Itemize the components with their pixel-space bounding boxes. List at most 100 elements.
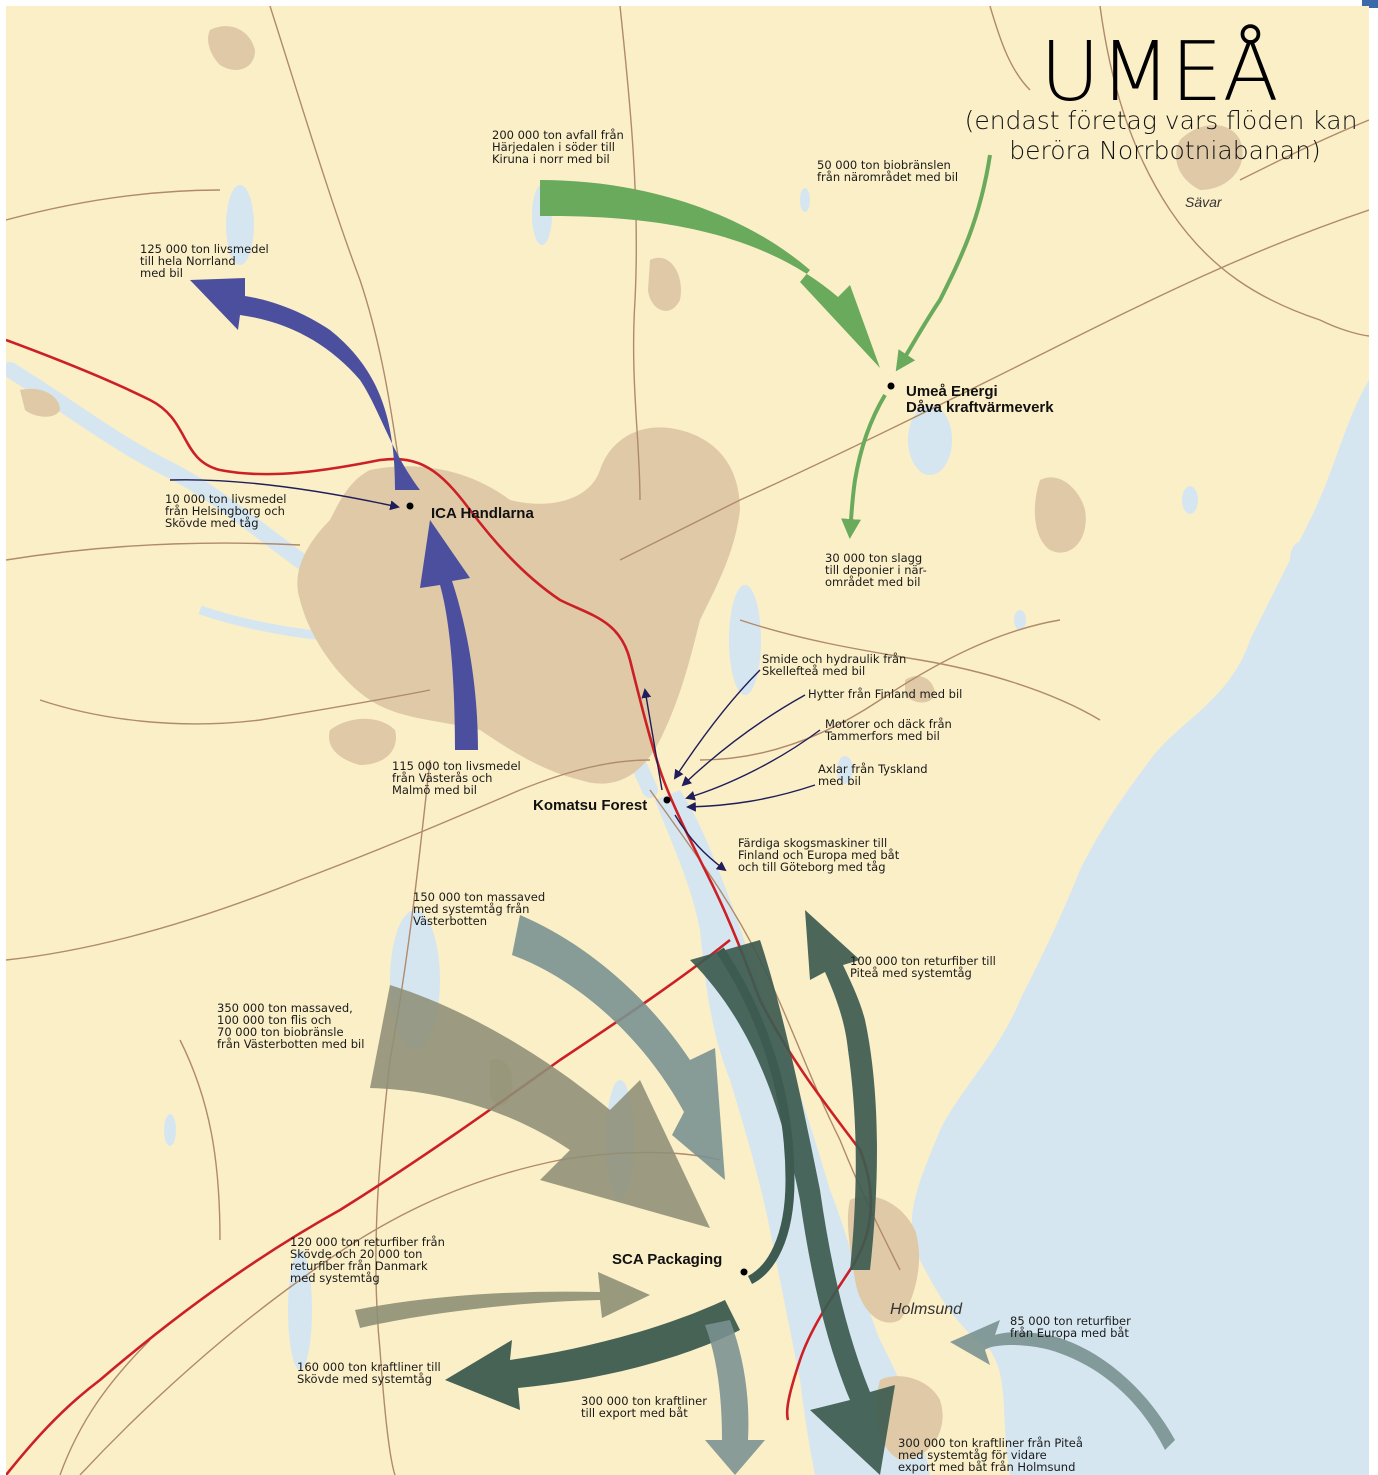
- arrow-livsmedel-helsingborg: [169, 479, 400, 511]
- arrow-returfiber-skovde: [355, 1272, 650, 1328]
- flow-label-line: Axlar från Tyskland: [818, 762, 928, 776]
- flow-label-line: Skövde och 20 000 ton: [290, 1247, 422, 1261]
- flow-label-line: från Västerbotten med bil: [217, 1037, 364, 1051]
- flow-label-line: Färdiga skogsmaskiner till: [738, 836, 887, 850]
- flow-label-line: 160 000 ton kraftliner till: [297, 1360, 441, 1374]
- flow-label-line: till export med båt: [581, 1406, 688, 1420]
- flow-label-line: från Europa med båt: [1010, 1326, 1129, 1340]
- flow-label-line: export med båt från Holmsund: [898, 1460, 1075, 1474]
- map-subtitle: (endast företag vars flöden kan beröra N…: [965, 106, 1366, 165]
- komatsu-supply-arrows: [641, 669, 821, 872]
- arrow-skogsmaskiner: [674, 814, 727, 872]
- flow-label-hytter: Hytter från Finland med bil: [808, 687, 962, 701]
- arrow-livsmedel-vasteras: [420, 520, 478, 750]
- flow-label-line: och till Göteborg med tåg: [738, 860, 886, 874]
- arrow-kraftliner-export: [705, 1320, 765, 1475]
- flow-label-line: returfiber från Danmark: [290, 1259, 428, 1273]
- facility-markers: [406, 382, 895, 1276]
- flow-label-line: med systemtåg från: [413, 902, 529, 916]
- komatsu-dot: [663, 796, 671, 804]
- arrow-rail-loop: [716, 947, 795, 1285]
- arrow-motorer: [685, 729, 821, 801]
- arrow-returfiber-pitea: [805, 910, 877, 1270]
- flow-label-line: med systemtåg för vidare: [898, 1448, 1047, 1462]
- flow-label-line: med systemtåg: [290, 1271, 380, 1285]
- flow-label-line: Hytter från Finland med bil: [808, 687, 962, 701]
- arrow-smide: [673, 669, 761, 780]
- flow-label-massaved-350: 350 000 ton massaved,100 000 ton flis oc…: [217, 1001, 364, 1051]
- corner-tab: [1362, 0, 1378, 8]
- arrow-axlar: [686, 784, 816, 812]
- arrow-biobransle: [895, 154, 992, 372]
- arrow-livsmedel-norrland: [190, 278, 420, 490]
- flow-label-line: Kiruna i norr med bil: [492, 152, 610, 166]
- flow-label-line: Piteå med systemtåg: [850, 966, 972, 980]
- flow-label-line: från Västerås och: [392, 771, 492, 785]
- arrow-massaved-150: [512, 915, 725, 1180]
- flow-label-line: Skövde med systemtåg: [297, 1372, 432, 1386]
- flow-label-line: Skövde med tåg: [165, 516, 259, 530]
- arrow-kraftliner-skovde: [445, 1300, 740, 1410]
- flow-label-line: 120 000 ton returfiber från: [290, 1235, 445, 1249]
- arrow-returfiber-europa: [950, 1320, 1175, 1450]
- sca-dot: [740, 1268, 748, 1276]
- flow-label-line: Skellefteå med bil: [762, 664, 865, 678]
- flow-label-line: till deponier i när-: [825, 563, 927, 577]
- flow-label-line: 70 000 ton biobränsle: [217, 1025, 344, 1039]
- umea-energi-dot: [887, 382, 895, 390]
- arrow-kraftliner-pitea: [690, 940, 895, 1475]
- flow-label-line: 200 000 ton avfall från: [492, 128, 624, 142]
- flow-label-line: 50 000 ton biobränslen: [817, 158, 951, 172]
- flow-label-line: 300 000 ton kraftliner från Piteå: [898, 1436, 1083, 1450]
- arrow-slagg: [841, 393, 887, 539]
- map-title: UMEÅ: [1040, 24, 1279, 120]
- flow-label-line: med bil: [140, 266, 183, 280]
- flow-label-line: 150 000 ton massaved: [413, 890, 545, 904]
- flow-label-line: Finland och Europa med båt: [738, 848, 900, 862]
- flow-label-line: 100 000 ton flis och: [217, 1013, 331, 1027]
- flow-label-line: Tammerfors med bil: [824, 729, 940, 743]
- arrow-massaved-350: [370, 985, 710, 1228]
- flow-label-line: 30 000 ton slagg: [825, 551, 922, 565]
- flow-label-line: Smide och hydraulik från: [762, 652, 906, 666]
- flow-label-line: med bil: [818, 774, 861, 788]
- arrow-komatsu-north: [641, 688, 663, 791]
- railway-main: [6, 338, 762, 1001]
- ica-dot: [406, 502, 414, 510]
- flow-label-line: Motorer och däck från: [825, 717, 952, 731]
- flow-label-line: Härjedalen i söder till: [492, 140, 615, 154]
- sea: [911, 380, 1369, 1475]
- arrow-avfall: [540, 180, 880, 368]
- flow-label-line: 100 000 ton returfiber till: [850, 954, 996, 968]
- railway-southwest: [6, 938, 731, 1475]
- place-holmsund: Holmsund: [890, 1301, 963, 1318]
- arrow-hytter: [681, 694, 806, 787]
- flow-label-line: från närområdet med bil: [817, 170, 958, 184]
- flow-label-line: 10 000 ton livsmedel: [165, 492, 286, 506]
- flow-label-line: från Helsingborg och: [165, 504, 285, 518]
- facility-umea-energi: Umeå Energi Dåva kraftvärmeverk: [906, 383, 1054, 416]
- place-savar: Sävar: [1185, 194, 1223, 210]
- flow-label-line: 350 000 ton massaved,: [217, 1001, 353, 1015]
- flow-label-line: 115 000 ton livsmedel: [392, 759, 521, 773]
- flow-label-line: Västerbotten: [413, 914, 487, 928]
- facility-komatsu: Komatsu Forest: [533, 797, 647, 814]
- facility-sca: SCA Packaging: [612, 1251, 722, 1268]
